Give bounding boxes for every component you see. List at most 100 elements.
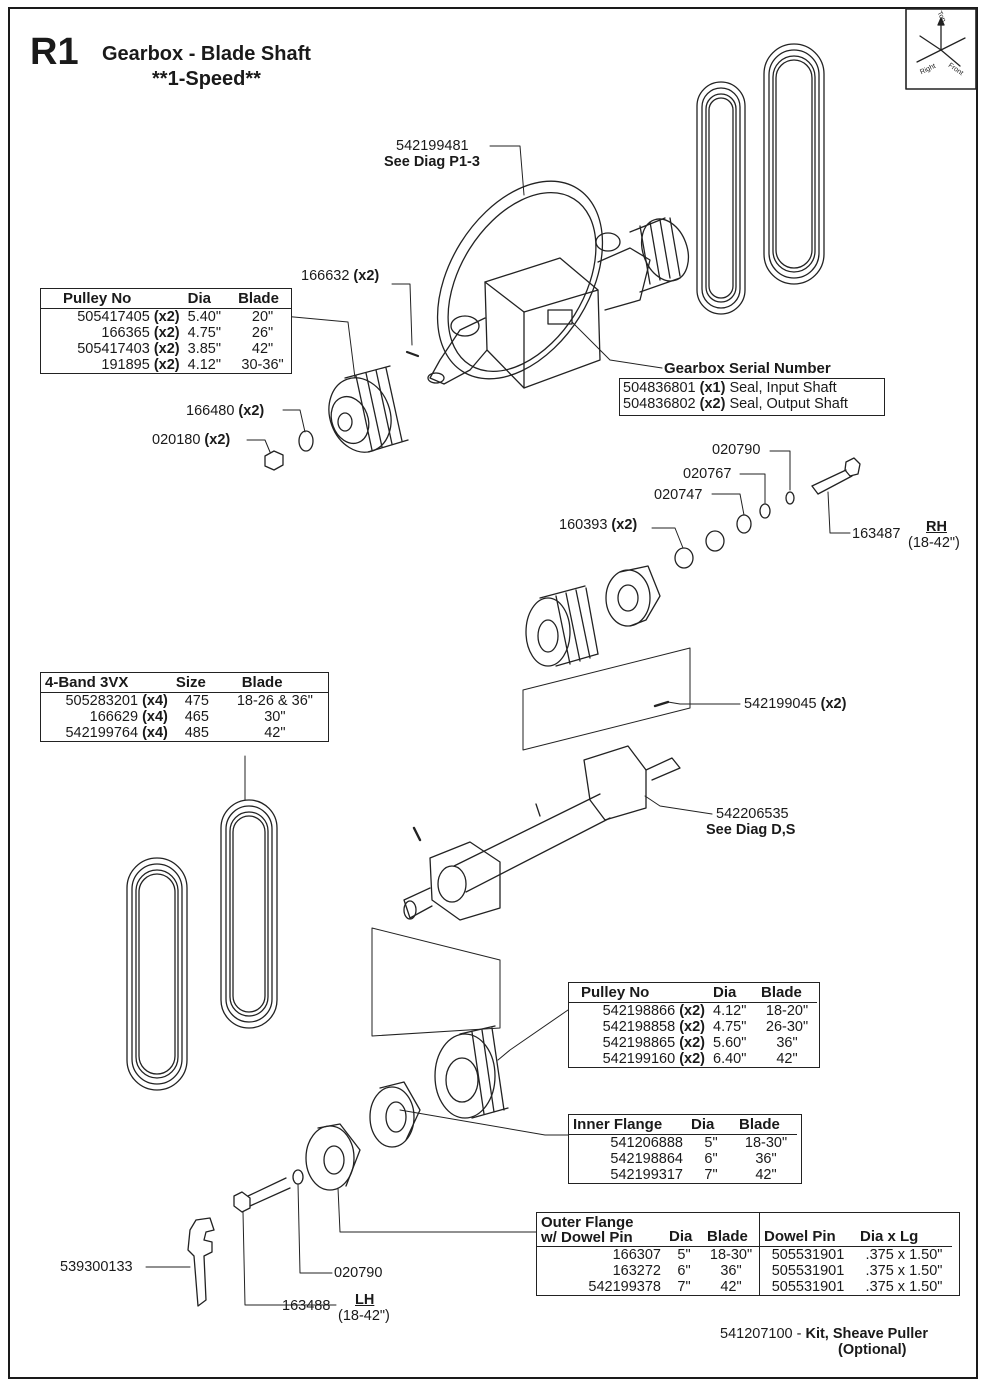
seal-list: 504836801 (x1) Seal, Input Shaft 5048368… xyxy=(619,378,885,416)
part-number-cell: 505417403 (x2) xyxy=(41,341,184,357)
part-qty: (x2) xyxy=(153,309,180,325)
table-row: 505417405 (x2) 5.40" 20" xyxy=(41,309,291,325)
blade-cell: 42" xyxy=(251,341,274,357)
dia-cell: 5.60" xyxy=(713,1035,747,1051)
part-qty: (x2) xyxy=(679,1003,705,1019)
part-number: 542199764 xyxy=(65,725,139,741)
col-header: Blade xyxy=(703,1213,760,1247)
pulley-lower xyxy=(434,1025,509,1119)
part-number-cell: 166365 (x2) xyxy=(41,325,184,341)
part-qty: (x2) xyxy=(153,357,180,373)
col-header: Blade xyxy=(234,289,291,309)
callout-washer-020767: 020767 xyxy=(683,466,732,482)
blade-cell: 20" xyxy=(251,309,274,325)
part-qty: (x4) xyxy=(142,693,168,709)
spindle-assembly xyxy=(403,745,681,921)
part-number-cell: 542198866 (x2) xyxy=(569,1003,709,1019)
callout-wrench: 539300133 xyxy=(60,1259,133,1275)
part-number: 542198858 xyxy=(602,1019,676,1035)
blade-cell: 26-30" xyxy=(765,1019,809,1035)
part-number-cell: 505283201 (x4) xyxy=(41,693,172,709)
callout-kit-optional: (Optional) xyxy=(838,1342,907,1358)
nut-upper xyxy=(264,450,284,471)
part-number: 505417405 xyxy=(77,309,150,325)
drive-belt-lower-right xyxy=(220,799,278,1029)
table-row: 166629 (x4) 465 30" xyxy=(41,709,328,725)
pulley-mid xyxy=(525,585,599,667)
col-header: Blade xyxy=(221,673,328,693)
col-header: Dia xyxy=(665,1213,703,1247)
part-qty: (x4) xyxy=(142,725,168,741)
part-number-cell: 542198858 (x2) xyxy=(569,1019,709,1035)
col-header: 4-Band 3VX xyxy=(41,673,172,693)
outer-flange-table: Outer Flange w/ Dowel Pin Dia Blade Dowe… xyxy=(536,1212,960,1296)
part-number: 166629 xyxy=(89,709,139,725)
part-number: 542199317 xyxy=(610,1167,683,1183)
col-header: Pulley No xyxy=(569,983,709,1003)
gearbox-assembly xyxy=(427,180,690,389)
callout-key-upper: 166632 (x2) xyxy=(301,268,380,284)
drive-belt-upper-right xyxy=(763,43,825,285)
inner-flange xyxy=(369,1081,421,1148)
page-subtitle: **1-Speed** xyxy=(152,68,261,90)
size-cell: 475 xyxy=(184,693,209,709)
col-header: Size xyxy=(171,673,222,693)
table-row: 542199160 (x2)6.40"42" xyxy=(569,1051,817,1067)
washer-020790-bottom xyxy=(292,1169,304,1185)
callout-key-mid: 542199045 (x2) xyxy=(744,696,847,712)
bolt-lh xyxy=(233,1177,291,1213)
flange-upper-right xyxy=(605,565,661,627)
callout-washer-upper: 166480 (x2) xyxy=(186,403,265,419)
callout-bolt-rh: 163487 xyxy=(852,526,901,542)
dia-cell: 4.75" xyxy=(187,325,221,341)
part-number-cell: 542199317 xyxy=(569,1167,687,1183)
seal-output-row: 504836802 (x2) Seal, Output Shaft xyxy=(623,396,848,412)
col-header: Dia xyxy=(687,1115,735,1135)
seal-input-row: 504836801 (x1) Seal, Input Shaft xyxy=(623,380,837,396)
outer-flange xyxy=(305,1123,361,1191)
sheave-puller-wrench xyxy=(187,1217,215,1307)
leader-lines xyxy=(145,145,851,1306)
table-row: 542198866 (x2)4.12"18-20" xyxy=(569,1003,817,1019)
blade-cell: 30" xyxy=(264,709,286,725)
dia-cell: 6" xyxy=(704,1151,718,1167)
dowel-pin-cell: 505531901 xyxy=(759,1279,856,1295)
col-header: Dia xyxy=(709,983,757,1003)
dowel-size-cell: .375 x 1.50" xyxy=(865,1247,943,1263)
part-number: 191895 xyxy=(101,357,150,373)
table-row: 542198858 (x2)4.75"26-30" xyxy=(569,1019,817,1035)
part-qty: (x2) xyxy=(679,1035,705,1051)
part-number-cell: 542199160 (x2) xyxy=(569,1051,709,1067)
dia-cell: 3.85" xyxy=(187,341,221,357)
part-number: 505417403 xyxy=(77,341,150,357)
part-number: 166307 xyxy=(612,1247,661,1263)
pulley-upper xyxy=(328,365,409,453)
part-number-cell: 542199378 xyxy=(537,1279,665,1295)
table-row: 191895 (x2) 4.12" 30-36" xyxy=(41,357,291,373)
size-cell: 465 xyxy=(184,709,209,725)
blade-cell: 30-36" xyxy=(241,357,284,373)
callout-spacer-160393: 160393 (x2) xyxy=(559,517,638,533)
part-number-cell: 542199764 (x4) xyxy=(41,725,172,741)
part-qty: (x2) xyxy=(153,325,180,341)
dia-cell: 4.12" xyxy=(187,357,221,373)
table-row: 166365 (x2)4.75" 26" xyxy=(41,325,291,341)
col-header: Dowel Pin xyxy=(759,1213,856,1247)
size-cell: 485 xyxy=(184,725,209,741)
dia-cell: 5.40" xyxy=(187,309,221,325)
washer-020790-top xyxy=(785,491,795,505)
washer-020747 xyxy=(736,514,752,534)
blade-cell: 18-30" xyxy=(744,1135,788,1151)
blade-cell: 18-20" xyxy=(765,1003,809,1019)
part-number-cell: 166629 (x4) xyxy=(41,709,172,725)
part-number-cell: 542198865 (x2) xyxy=(569,1035,709,1051)
dowel-size-cell: .375 x 1.50" xyxy=(865,1279,943,1295)
blade-cell: 26" xyxy=(251,325,274,341)
